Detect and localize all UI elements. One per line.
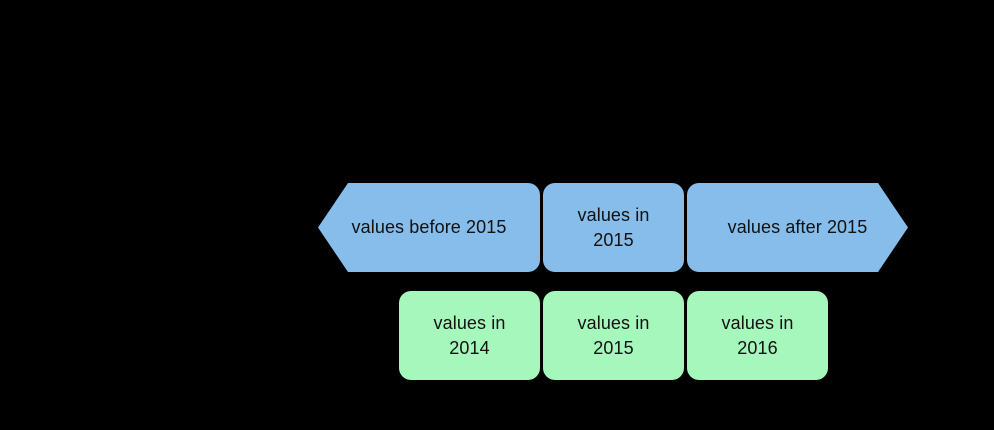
node-label: values before 2015 bbox=[351, 217, 507, 237]
node-values-in-2014[interactable]: values in 2014 bbox=[399, 291, 540, 380]
node-label: values in 2016 bbox=[721, 312, 794, 358]
node-values-in-2015-upper[interactable]: values in 2015 bbox=[543, 183, 684, 272]
node-values-in-2016[interactable]: values in 2016 bbox=[687, 291, 828, 380]
node-label: values after 2015 bbox=[727, 217, 868, 237]
node-values-in-2015-lower[interactable]: values in 2015 bbox=[543, 291, 684, 380]
node-label: values in 2015 bbox=[577, 204, 650, 250]
node-label: values in 2014 bbox=[433, 312, 506, 358]
node-label: values in 2015 bbox=[577, 312, 650, 358]
node-values-before-2015[interactable]: values before 2015 bbox=[318, 183, 540, 272]
node-values-after-2015[interactable]: values after 2015 bbox=[687, 183, 908, 272]
